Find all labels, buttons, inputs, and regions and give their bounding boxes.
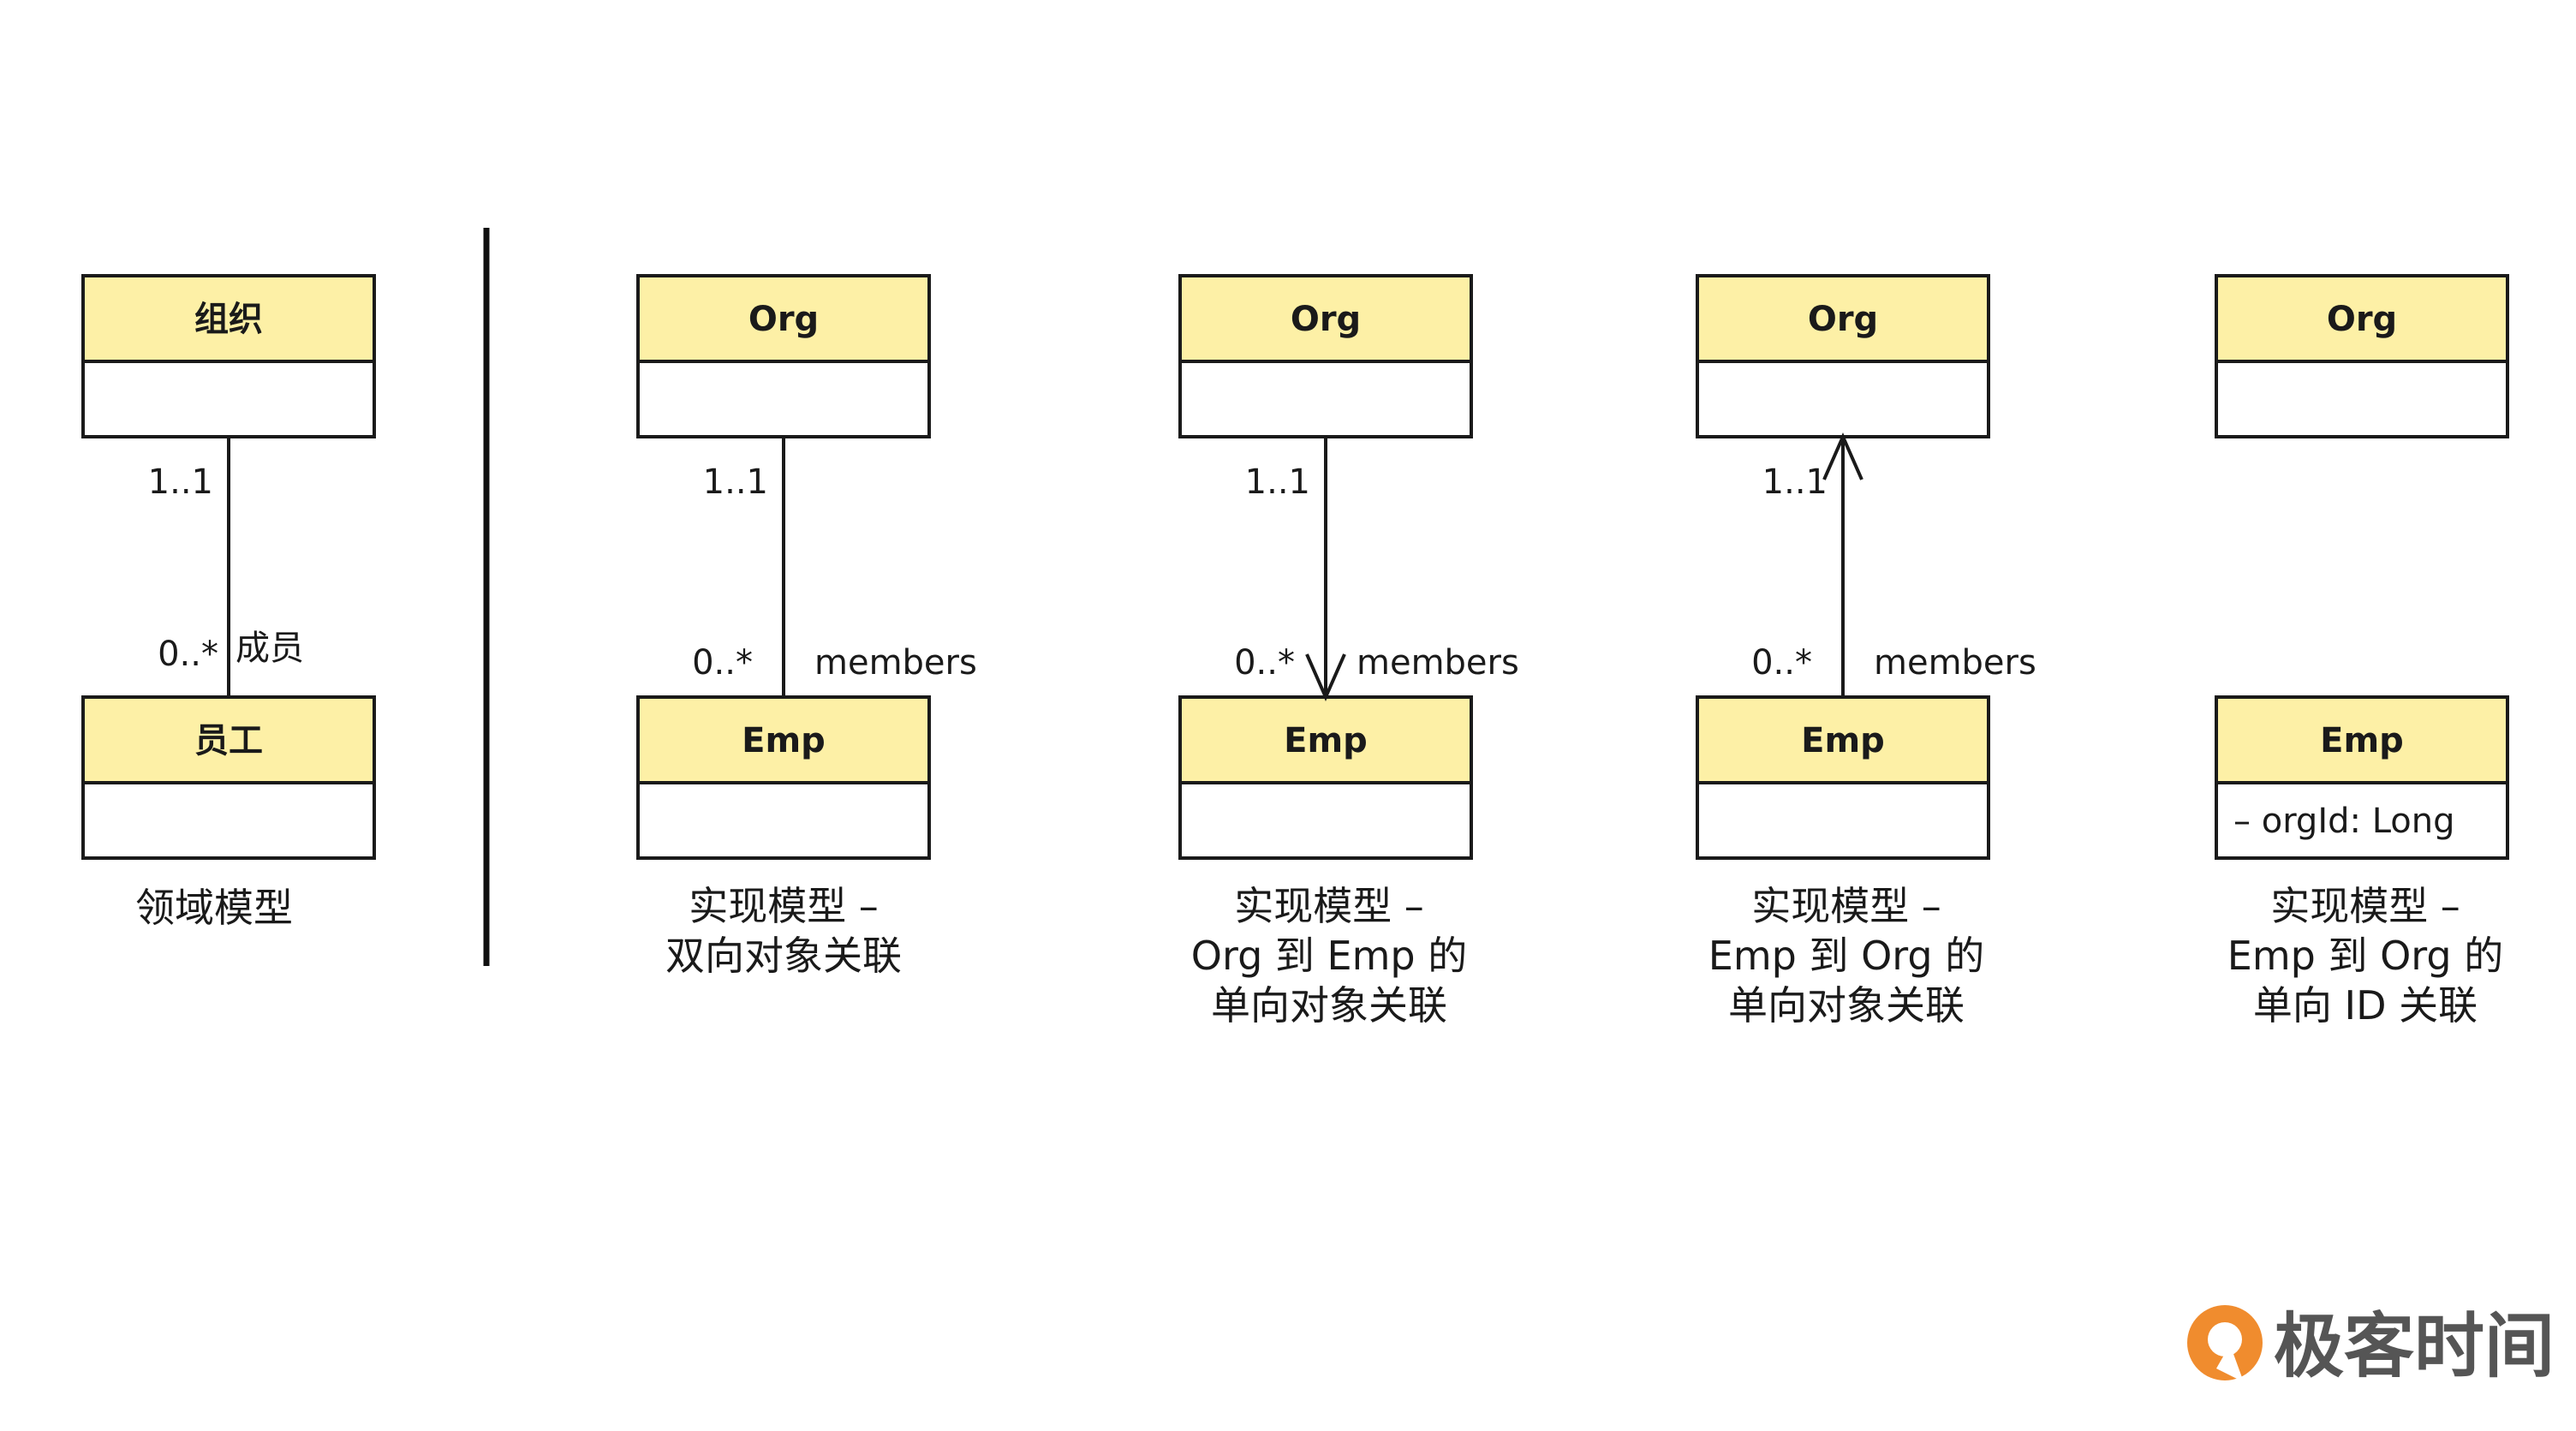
class-name: Emp	[2320, 721, 2404, 760]
caption-line: Emp 到 Org 的	[2227, 933, 2503, 979]
logo: 极客时间	[2187, 1305, 2555, 1387]
class-name: Emp	[742, 721, 826, 760]
caption-line: 单向 ID 关联	[2253, 982, 2478, 1029]
caption-line: 实现模型 –	[1751, 883, 1941, 929]
class-name: Emp	[1801, 721, 1885, 760]
class-name: Org	[1291, 300, 1361, 339]
class-name: Org	[748, 300, 819, 339]
caption-line: Emp 到 Org 的	[1708, 933, 1984, 979]
emp-class-box: Emp – orgId: Long	[2215, 695, 2509, 860]
emp-class-box: Emp	[1178, 695, 1473, 860]
multiplicity-bottom: 0..*	[692, 643, 753, 683]
arrow-down-icon	[1305, 653, 1346, 701]
logo-icon-cut	[2216, 1345, 2244, 1382]
multiplicity-bottom: 0..*	[1234, 643, 1295, 683]
emp-class-box: Emp	[1696, 695, 1990, 860]
multiplicity-top: 1..1	[1762, 462, 1828, 502]
class-header	[1696, 274, 1990, 363]
class-header	[81, 695, 376, 784]
org-class-box: Org	[1696, 274, 1990, 438]
org-class-box: Org	[2215, 274, 2509, 438]
org-class-box: Org	[1178, 274, 1473, 438]
logo-icon-hole	[2208, 1322, 2242, 1356]
class-name: Org	[1808, 300, 1878, 339]
org-class-box: 组织	[81, 274, 376, 438]
caption-line: 实现模型 –	[1234, 883, 1424, 929]
class-name: 员工	[194, 721, 263, 760]
role-label: 成员	[236, 629, 304, 668]
caption-line: 实现模型 –	[689, 883, 879, 929]
caption-line: 单向对象关联	[1728, 982, 1965, 1029]
class-header	[636, 695, 931, 784]
multiplicity-bottom: 0..*	[1751, 643, 1812, 683]
role-label: members	[1874, 643, 2036, 683]
class-name: Org	[2327, 300, 2397, 339]
multiplicity-bottom: 0..*	[158, 635, 218, 674]
class-header	[1696, 695, 1990, 784]
class-header	[1178, 274, 1473, 363]
class-header	[1178, 695, 1473, 784]
multiplicity-top: 1..1	[703, 462, 768, 502]
class-attribute: – orgId: Long	[2233, 802, 2455, 841]
caption: 领域模型	[135, 885, 293, 931]
role-label: members	[814, 643, 977, 683]
role-label: members	[1357, 643, 1519, 683]
class-header	[636, 274, 931, 363]
arrow-up-icon	[1822, 432, 1863, 480]
class-header	[81, 274, 376, 363]
caption-line: 实现模型 –	[2270, 883, 2460, 929]
caption-line: 双向对象关联	[665, 933, 902, 979]
caption-line: Org 到 Emp 的	[1191, 933, 1467, 979]
multiplicity-top: 1..1	[1245, 462, 1310, 502]
org-class-box: Org	[636, 274, 931, 438]
logo-text: 极客时间	[2274, 1306, 2555, 1387]
caption-line: 单向对象关联	[1211, 982, 1447, 1029]
class-header	[2215, 274, 2509, 363]
class-name: Emp	[1284, 721, 1368, 760]
emp-class-box: 员工	[81, 695, 376, 860]
emp-class-box: Emp	[636, 695, 931, 860]
multiplicity-top: 1..1	[148, 462, 213, 502]
class-name: 组织	[194, 300, 263, 339]
class-header	[2215, 695, 2509, 784]
